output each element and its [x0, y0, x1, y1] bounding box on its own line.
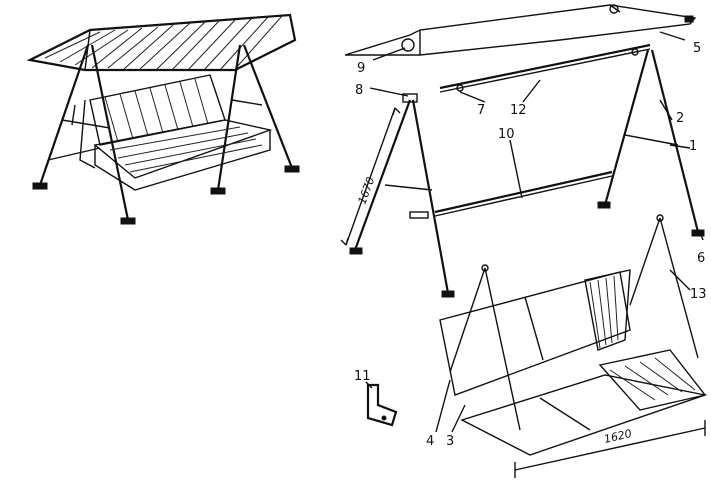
leader-lines [365, 31, 704, 433]
label-part-1: 1 [689, 139, 697, 154]
seat-assembly [439, 214, 708, 456]
assembled-seat [71, 74, 273, 191]
assembled-canopy [26, 13, 297, 72]
label-part-5: 5 [693, 41, 701, 56]
label-part-12: 12 [510, 103, 527, 118]
height-dimension: 1670 [340, 107, 401, 246]
height-dimension-label: 1670 [356, 175, 378, 206]
label-part-2: 2 [676, 111, 684, 126]
label-part-3: 3 [446, 434, 454, 449]
part-labels: 1 2 3 4 5 6 7 8 9 10 11 12 13 [354, 41, 707, 449]
label-part-6: 6 [697, 251, 705, 266]
bracket-11 [366, 383, 398, 427]
right-a-frame [597, 49, 705, 237]
canopy-panel [344, 4, 697, 56]
label-part-8: 8 [355, 83, 363, 98]
label-part-4: 4 [426, 434, 434, 449]
label-part-13: 13 [690, 287, 707, 302]
crossbar-10 [434, 170, 613, 217]
label-part-7: 7 [477, 103, 485, 118]
left-a-frame [349, 93, 455, 298]
crossbar-12 [439, 43, 651, 93]
width-dimension-label: 1620 [603, 427, 633, 446]
label-part-9: 9 [357, 61, 365, 76]
width-dimension: 1620 [514, 420, 706, 478]
assembled-swing [26, 13, 300, 225]
assembled-frame [32, 44, 300, 225]
label-part-11: 11 [354, 369, 371, 384]
label-part-10: 10 [498, 127, 515, 142]
